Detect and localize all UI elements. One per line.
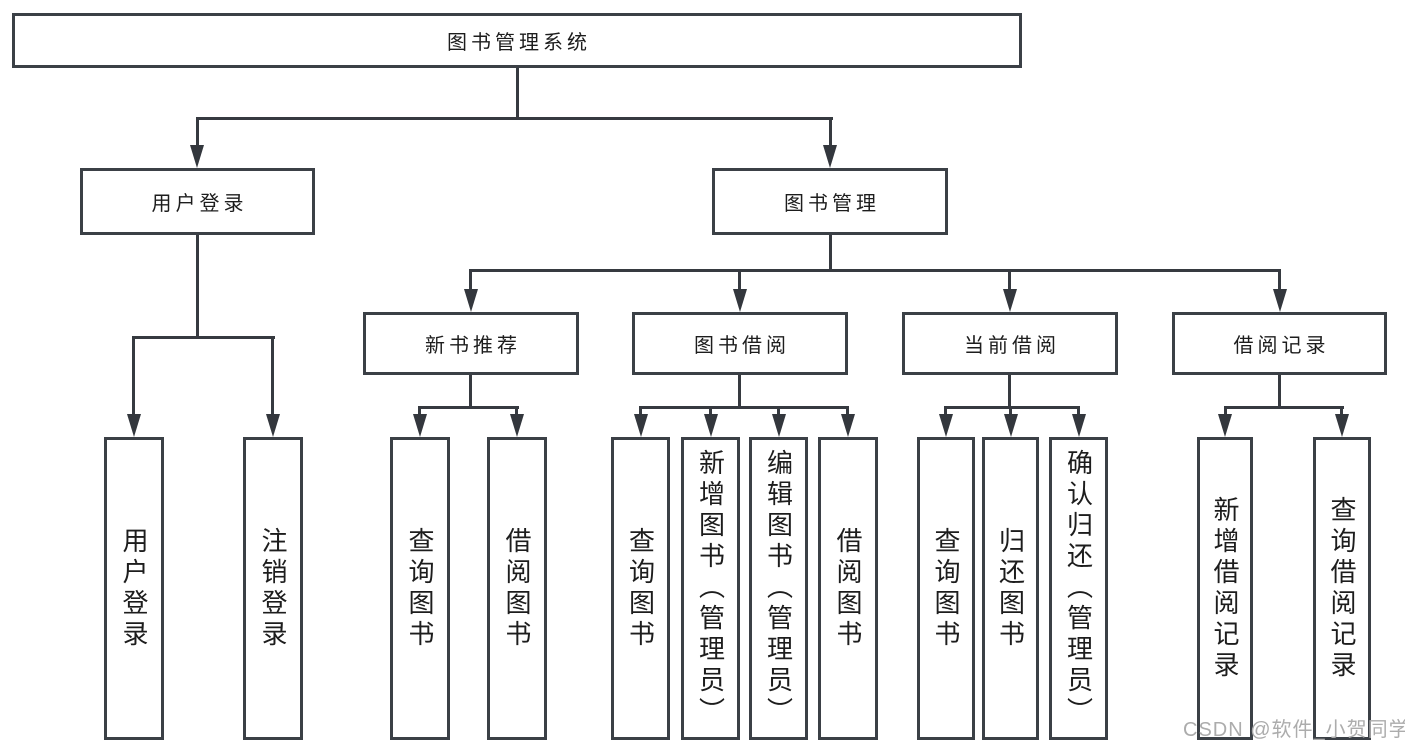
edge-to-leaf-query-books-recommend <box>418 406 421 417</box>
arrowhead-borrowing-records <box>1273 289 1287 312</box>
leaf-edit-books-admin: 编辑图书（管理员） <box>749 437 808 740</box>
arrowhead-current-borrowing <box>1003 289 1017 312</box>
leaf-query-borrow-record-label: 查询借阅记录 <box>1327 495 1357 682</box>
edge-to-borrowing-records <box>1278 269 1281 293</box>
edge-root-to-book-management <box>829 117 832 148</box>
edge-book-borrowing-stem <box>738 375 741 409</box>
leaf-query-books-recommend-label: 查询图书 <box>405 526 435 651</box>
leaf-add-borrow-record-label: 新增借阅记录 <box>1210 495 1240 682</box>
node-library-system-label: 图书管理系统 <box>447 32 591 54</box>
node-borrowing-records-label: 借阅记录 <box>1233 335 1330 357</box>
node-current-borrowing-label: 当前借阅 <box>964 335 1060 357</box>
leaf-user-login: 用户登录 <box>104 437 164 740</box>
arrowhead-user-login <box>190 145 204 168</box>
edge-root-to-user-login <box>196 117 199 148</box>
arrowhead-book-management <box>823 145 837 168</box>
edge-to-leaf-query-borrow-record <box>1340 406 1343 417</box>
edge-to-leaf-logout <box>271 336 274 416</box>
edge-user-login-hbar <box>132 336 275 339</box>
leaf-logout-label: 注销登录 <box>258 526 288 651</box>
edge-new-book-stem <box>469 375 472 409</box>
leaf-return-books: 归还图书 <box>982 437 1039 740</box>
arrowhead-leaf-add-borrow-record <box>1218 414 1232 437</box>
node-book-management-label: 图书管理 <box>784 193 880 215</box>
leaf-logout: 注销登录 <box>243 437 303 740</box>
edge-to-leaf-add-books-admin <box>709 406 712 417</box>
edge-new-book-hbar <box>419 406 519 409</box>
edge-to-leaf-query-books-borrowing <box>639 406 642 417</box>
node-borrowing-records: 借阅记录 <box>1172 312 1387 375</box>
leaf-user-login-label: 用户登录 <box>119 526 149 651</box>
arrowhead-leaf-borrow-books-borrowing <box>841 414 855 437</box>
arrowhead-leaf-logout <box>266 414 280 437</box>
edge-book-management-hbar <box>469 269 1281 272</box>
edge-root-stem <box>516 68 519 120</box>
edge-to-leaf-add-borrow-record <box>1224 406 1227 417</box>
leaf-add-borrow-record: 新增借阅记录 <box>1197 437 1253 740</box>
edge-current-borrowing-hbar <box>944 406 1080 409</box>
edge-to-book-borrowing <box>738 269 741 293</box>
node-new-book-recommendation-label: 新书推荐 <box>425 335 521 357</box>
edge-to-leaf-edit-books-admin <box>777 406 780 417</box>
leaf-confirm-return-admin-label: 确认归还（管理员） <box>1063 449 1094 728</box>
leaf-add-books-admin: 新增图书（管理员） <box>681 437 740 740</box>
edge-borrowing-records-stem <box>1278 375 1281 409</box>
leaf-return-books-label: 归还图书 <box>995 526 1026 651</box>
edge-to-current-borrowing <box>1008 269 1011 293</box>
arrowhead-leaf-add-books-admin <box>704 414 718 437</box>
node-current-borrowing: 当前借阅 <box>902 312 1118 375</box>
leaf-query-books-borrowing: 查询图书 <box>611 437 670 740</box>
leaf-borrow-books-recommend: 借阅图书 <box>487 437 547 740</box>
leaf-query-books-current-label: 查询图书 <box>931 526 961 651</box>
edge-to-leaf-return-books <box>1009 406 1012 417</box>
edge-to-leaf-user-login <box>132 336 135 416</box>
edge-to-leaf-query-books-current <box>944 406 947 417</box>
arrowhead-leaf-user-login <box>127 414 141 437</box>
node-book-borrowing-label: 图书借阅 <box>694 335 790 357</box>
edge-current-borrowing-stem <box>1008 375 1011 409</box>
leaf-query-books-current: 查询图书 <box>917 437 975 740</box>
node-user-login-label: 用户登录 <box>151 193 248 215</box>
leaf-query-borrow-record: 查询借阅记录 <box>1313 437 1371 740</box>
arrowhead-leaf-query-borrow-record <box>1335 414 1349 437</box>
edge-root-hbar <box>196 117 833 120</box>
edge-to-leaf-borrow-books-recommend <box>515 406 518 417</box>
leaf-borrow-books-recommend-label: 借阅图书 <box>502 526 532 651</box>
node-new-book-recommendation: 新书推荐 <box>363 312 579 375</box>
edge-to-new-book-recommendation <box>469 269 472 293</box>
leaf-borrow-books-borrowing: 借阅图书 <box>818 437 878 740</box>
arrowhead-leaf-edit-books-admin <box>772 414 786 437</box>
edge-to-leaf-borrow-books-borrowing <box>846 406 849 417</box>
leaf-query-books-recommend: 查询图书 <box>390 437 450 740</box>
edge-borrowing-records-hbar <box>1224 406 1344 409</box>
leaf-edit-books-admin-label: 编辑图书（管理员） <box>763 449 794 728</box>
arrowhead-new-book-recommendation <box>464 289 478 312</box>
arrowhead-leaf-query-books-recommend <box>413 414 427 437</box>
edge-to-leaf-confirm-return-admin <box>1077 406 1080 417</box>
leaf-add-books-admin-label: 新增图书（管理员） <box>695 449 726 728</box>
node-library-system: 图书管理系统 <box>12 13 1022 68</box>
edge-book-management-stem <box>829 235 832 272</box>
arrowhead-leaf-confirm-return-admin <box>1072 414 1086 437</box>
arrowhead-leaf-return-books <box>1004 414 1018 437</box>
arrowhead-leaf-borrow-books-recommend <box>510 414 524 437</box>
arrowhead-leaf-query-books-borrowing <box>634 414 648 437</box>
arrowhead-book-borrowing <box>733 289 747 312</box>
node-user-login: 用户登录 <box>80 168 315 235</box>
leaf-borrow-books-borrowing-label: 借阅图书 <box>833 526 863 651</box>
node-book-management: 图书管理 <box>712 168 948 235</box>
edge-book-borrowing-hbar <box>639 406 849 409</box>
node-book-borrowing: 图书借阅 <box>632 312 848 375</box>
arrowhead-leaf-query-books-current <box>939 414 953 437</box>
edge-user-login-stem <box>196 235 199 339</box>
leaf-query-books-borrowing-label: 查询图书 <box>625 526 656 651</box>
leaf-confirm-return-admin: 确认归还（管理员） <box>1049 437 1108 740</box>
csdn-watermark: CSDN @软件_小贺同学 <box>1183 719 1405 741</box>
